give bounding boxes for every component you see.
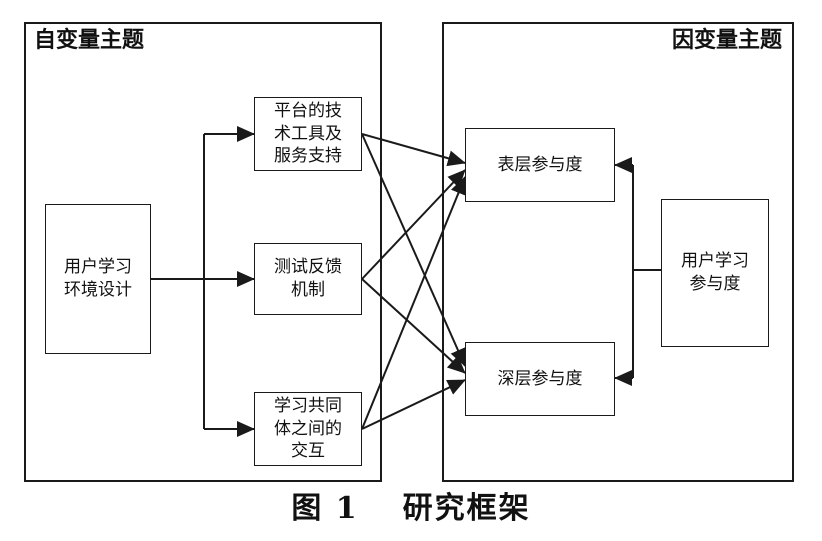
engagement-node-line-1: 用户学习 bbox=[681, 251, 749, 272]
engagement-node-line-2: 参与度 bbox=[689, 274, 741, 294]
figure-number: 图 1 bbox=[291, 491, 359, 526]
learning-environment-design-node: 用户学习 环境设计 bbox=[45, 204, 151, 354]
figure-title: 研究框架 bbox=[402, 491, 531, 526]
interaction-node-line-2: 体之间的 bbox=[274, 418, 342, 439]
interaction-node-line-3: 交互 bbox=[291, 441, 325, 462]
platform-node-line-2: 术工具及 bbox=[274, 123, 342, 144]
interaction-node-line-1: 学习共同 bbox=[274, 395, 342, 416]
user-learning-engagement-node: 用户学习 参与度 bbox=[661, 199, 769, 347]
deep-engagement-label: 深层参与度 bbox=[497, 368, 583, 389]
learning-environment-line-1: 用户学习 bbox=[64, 257, 132, 278]
platform-node-line-3: 服务支持 bbox=[274, 146, 342, 167]
platform-node-line-1: 平台的技 bbox=[274, 100, 342, 121]
platform-tools-support-node: 平台的技 术工具及 服务支持 bbox=[254, 97, 362, 171]
feedback-node-line-1: 测试反馈 bbox=[274, 257, 342, 278]
dependent-variable-title: 因变量主题 bbox=[671, 28, 782, 53]
deep-engagement-node: 深层参与度 bbox=[465, 342, 615, 416]
independent-variable-title: 自变量主题 bbox=[34, 28, 145, 53]
surface-engagement-label: 表层参与度 bbox=[497, 154, 583, 175]
test-feedback-mechanism-node: 测试反馈 机制 bbox=[254, 243, 362, 315]
learning-environment-line-2: 环境设计 bbox=[64, 280, 132, 300]
figure-caption: 图 1 研究框架 bbox=[0, 494, 822, 524]
feedback-node-line-2: 机制 bbox=[291, 280, 325, 300]
surface-engagement-node: 表层参与度 bbox=[465, 128, 615, 202]
learning-community-interaction-node: 学习共同 体之间的 交互 bbox=[254, 392, 362, 466]
